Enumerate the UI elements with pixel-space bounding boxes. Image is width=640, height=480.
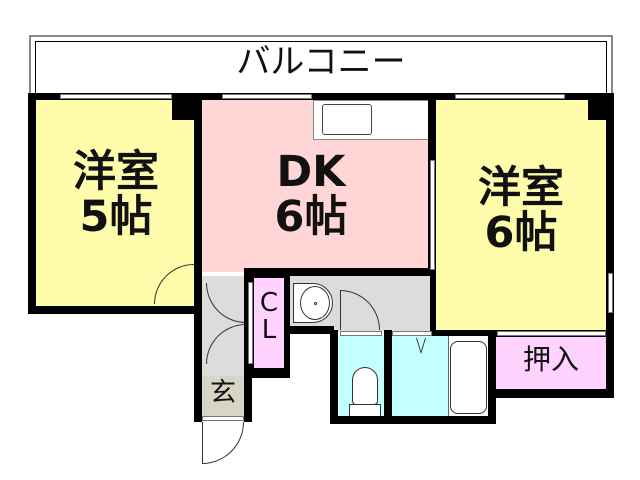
wall (246, 268, 430, 276)
sink (322, 104, 372, 135)
room-western-6 (436, 100, 606, 330)
wall (606, 93, 614, 398)
bathtub (450, 341, 487, 414)
wall (194, 306, 202, 422)
drain-mark-inner (417, 338, 425, 351)
room-label-dk: DK 6帖 (274, 147, 348, 243)
drain (314, 302, 317, 305)
room-label-western-6: 洋室 6帖 (478, 163, 564, 259)
window[interactable] (455, 94, 565, 99)
door-frame (392, 331, 432, 336)
closet-label: C L (259, 288, 279, 346)
washbasin-bowl (300, 286, 330, 320)
wall (330, 416, 496, 424)
room-label-western-5: 洋室 5帖 (73, 147, 159, 243)
balcony-label: バルコニー (236, 42, 406, 82)
wall (28, 93, 36, 314)
window[interactable] (60, 94, 172, 99)
toilet (352, 367, 378, 405)
wall (488, 330, 496, 424)
entrance (202, 376, 244, 416)
top-wall (28, 93, 614, 101)
wall (494, 389, 614, 398)
closet (254, 278, 284, 368)
entrance-label: 玄 (209, 378, 236, 408)
wall (244, 370, 252, 422)
entrance-door[interactable] (202, 422, 244, 464)
wall (194, 93, 202, 313)
oshiire-label: 押入 (522, 343, 579, 376)
entrance-door-frame (202, 416, 244, 421)
window[interactable] (222, 94, 312, 99)
sliding-door[interactable] (430, 160, 435, 270)
window[interactable] (608, 273, 613, 313)
wall (28, 306, 204, 314)
oshiire (496, 337, 606, 389)
sliding-door[interactable] (497, 331, 606, 336)
wall (384, 330, 392, 424)
wall (284, 326, 334, 334)
closet-door[interactable] (248, 282, 253, 364)
pillar (588, 93, 614, 120)
door-frame (340, 331, 382, 336)
wall (330, 330, 338, 424)
